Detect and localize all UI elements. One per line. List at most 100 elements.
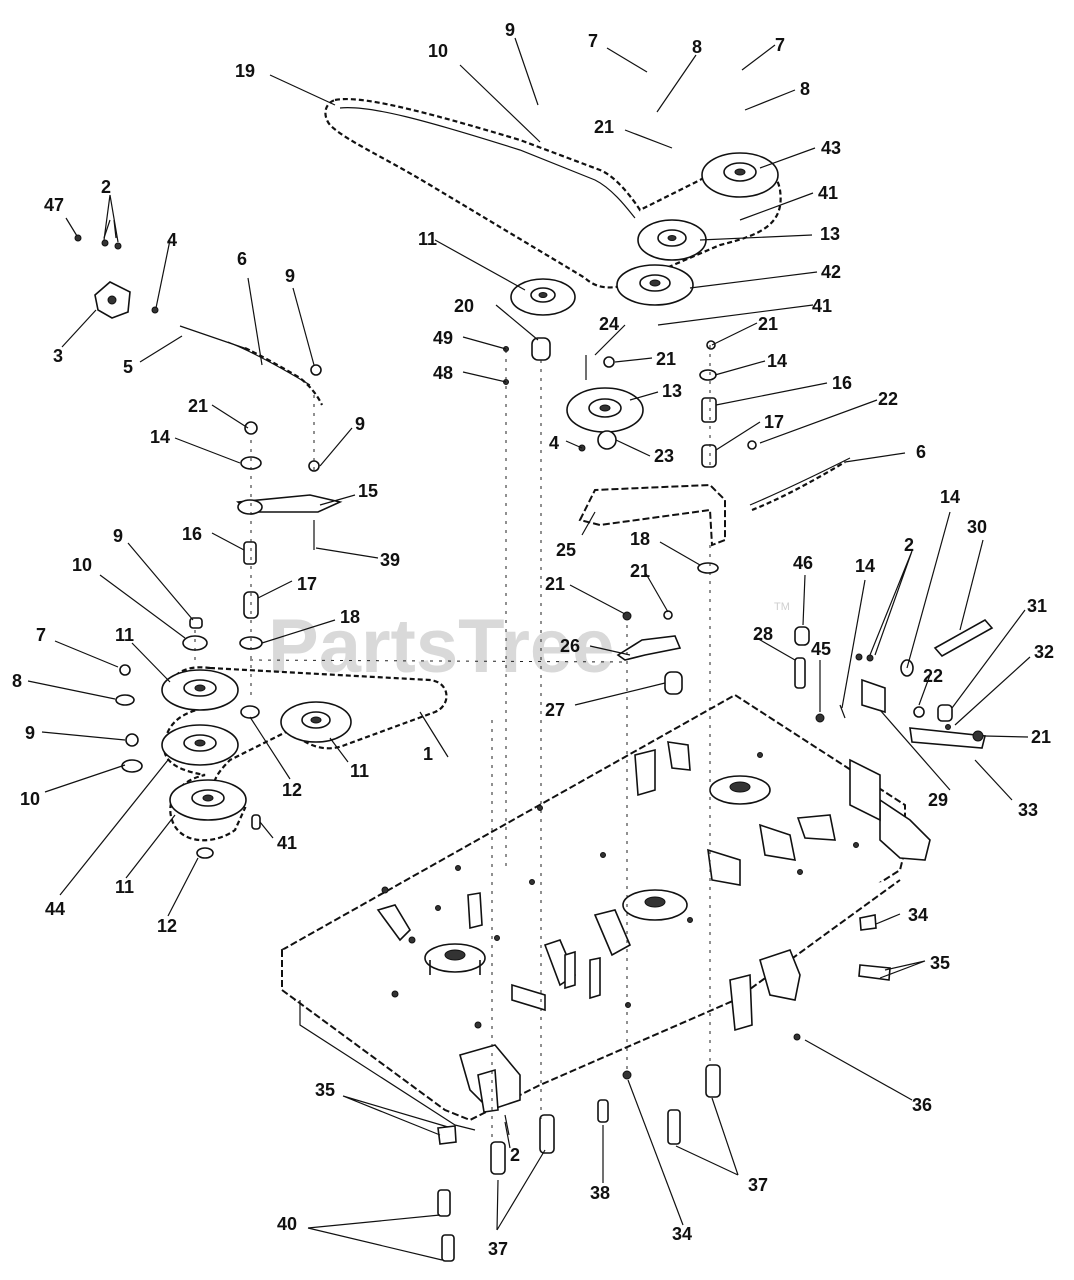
callout-39: 39 bbox=[380, 550, 400, 570]
callout-11-center: 11 bbox=[418, 229, 437, 249]
leader-lines bbox=[27, 37, 1031, 1261]
center-hardware bbox=[503, 337, 719, 695]
callout-47: 47 bbox=[44, 195, 64, 215]
callout-28: 28 bbox=[753, 624, 773, 644]
callout-33: 33 bbox=[1018, 800, 1038, 820]
callout-21-left: 21 bbox=[188, 396, 208, 416]
callout-36: 36 bbox=[912, 1095, 932, 1115]
callout-7-top: 7 bbox=[588, 31, 598, 51]
spindle-center bbox=[622, 889, 688, 921]
callout-20: 20 bbox=[454, 296, 474, 316]
callout-4-left: 4 bbox=[167, 230, 177, 250]
callout-9-mid: 9 bbox=[113, 526, 123, 546]
callout-12-lower: 12 bbox=[157, 916, 177, 936]
callout-22-right: 22 bbox=[923, 666, 943, 686]
watermark-trademark: TM bbox=[774, 601, 790, 613]
callout-21-far-right: 21 bbox=[1031, 727, 1051, 747]
callout-15: 15 bbox=[358, 481, 378, 501]
callout-31: 31 bbox=[1027, 596, 1047, 616]
pulley-11-center bbox=[510, 278, 576, 316]
callout-21-right: 21 bbox=[758, 314, 778, 334]
callout-40: 40 bbox=[277, 1214, 297, 1234]
bottom-hardware bbox=[437, 1064, 721, 1262]
callout-10-top: 10 bbox=[428, 41, 448, 61]
right-hardware bbox=[793, 618, 994, 1041]
callout-37-right: 37 bbox=[748, 1175, 768, 1195]
callout-11-left: 11 bbox=[115, 625, 134, 645]
pulley-11-right bbox=[280, 701, 352, 743]
callout-7-left: 7 bbox=[36, 625, 46, 645]
idler-bracket-3 bbox=[94, 281, 131, 319]
callout-18-center: 18 bbox=[630, 529, 650, 549]
callout-19: 19 bbox=[235, 61, 255, 81]
callout-9-arm: 9 bbox=[355, 414, 365, 434]
callout-42: 42 bbox=[821, 262, 841, 282]
deck-rivets bbox=[381, 752, 859, 1029]
callout-9-upper: 9 bbox=[285, 266, 295, 286]
callout-21-center: 21 bbox=[656, 349, 676, 369]
callout-41-center: 41 bbox=[812, 296, 832, 316]
callout-34-bottom: 34 bbox=[672, 1224, 692, 1244]
small-hardware bbox=[74, 219, 322, 859]
callout-44: 44 bbox=[45, 899, 65, 919]
spring-6-right bbox=[747, 440, 851, 512]
callout-35-right: 35 bbox=[930, 953, 950, 973]
idler-bracket-25 bbox=[578, 483, 726, 547]
callout-17-right: 17 bbox=[764, 412, 784, 432]
callout-1: 1 bbox=[423, 744, 433, 764]
callout-38: 38 bbox=[590, 1183, 610, 1203]
callout-14-right-b: 14 bbox=[940, 487, 960, 507]
callout-2-left: 2 bbox=[101, 177, 111, 197]
callout-18-left: 18 bbox=[340, 607, 360, 627]
spindle-left bbox=[424, 943, 486, 975]
callout-22-upper: 22 bbox=[878, 389, 898, 409]
callout-26: 26 bbox=[560, 636, 580, 656]
callout-37-bottom: 37 bbox=[488, 1239, 508, 1259]
callout-12-mid: 12 bbox=[282, 780, 302, 800]
callout-9-left: 9 bbox=[25, 723, 35, 743]
callout-30: 30 bbox=[967, 517, 987, 537]
callout-10-left: 10 bbox=[20, 789, 40, 809]
callout-8-top-right: 8 bbox=[800, 79, 810, 99]
callout-41-left: 41 bbox=[277, 833, 297, 853]
callout-11-lower: 11 bbox=[115, 877, 134, 897]
callout-9-top: 9 bbox=[505, 20, 515, 40]
callout-3: 3 bbox=[53, 346, 63, 366]
callout-23: 23 bbox=[654, 446, 674, 466]
callout-5: 5 bbox=[123, 357, 133, 377]
callout-46: 46 bbox=[793, 553, 813, 573]
callout-8-left: 8 bbox=[12, 671, 22, 691]
spring-6-left bbox=[227, 341, 323, 406]
callout-34-right: 34 bbox=[908, 905, 928, 925]
callout-25: 25 bbox=[556, 540, 576, 560]
callout-21-mid-b: 21 bbox=[630, 561, 650, 581]
callout-14-right-a: 14 bbox=[855, 556, 875, 576]
callout-6-left: 6 bbox=[237, 249, 247, 269]
callout-13-center: 13 bbox=[662, 381, 682, 401]
alignment-lines bbox=[194, 345, 711, 1140]
callout-14-left: 14 bbox=[150, 427, 170, 447]
callout-2-right: 2 bbox=[904, 535, 914, 555]
callout-21-mid-a: 21 bbox=[545, 574, 565, 594]
pulley-13-upper bbox=[637, 219, 707, 261]
callout-24: 24 bbox=[599, 314, 619, 334]
callout-7-top-right: 7 bbox=[775, 35, 785, 55]
spindle-right bbox=[709, 775, 771, 805]
callout-10-mid: 10 bbox=[72, 555, 92, 575]
pulley-11-left bbox=[161, 669, 239, 711]
callout-32: 32 bbox=[1034, 642, 1054, 662]
callout-43: 43 bbox=[821, 138, 841, 158]
callout-11-right: 11 bbox=[350, 761, 369, 781]
pulley-11-lower bbox=[169, 779, 247, 821]
callout-2-bottom: 2 bbox=[510, 1145, 520, 1165]
pulley-42 bbox=[616, 264, 694, 306]
callout-49: 49 bbox=[433, 328, 453, 348]
callout-27: 27 bbox=[545, 700, 565, 720]
callout-17-left: 17 bbox=[297, 574, 317, 594]
callout-45: 45 bbox=[811, 639, 831, 659]
deck-housing bbox=[280, 693, 931, 1131]
callout-21-top: 21 bbox=[594, 117, 614, 137]
idler-pulley-13 bbox=[566, 387, 644, 433]
callout-14-center: 14 bbox=[767, 351, 787, 371]
callout-6-right: 6 bbox=[916, 442, 926, 462]
